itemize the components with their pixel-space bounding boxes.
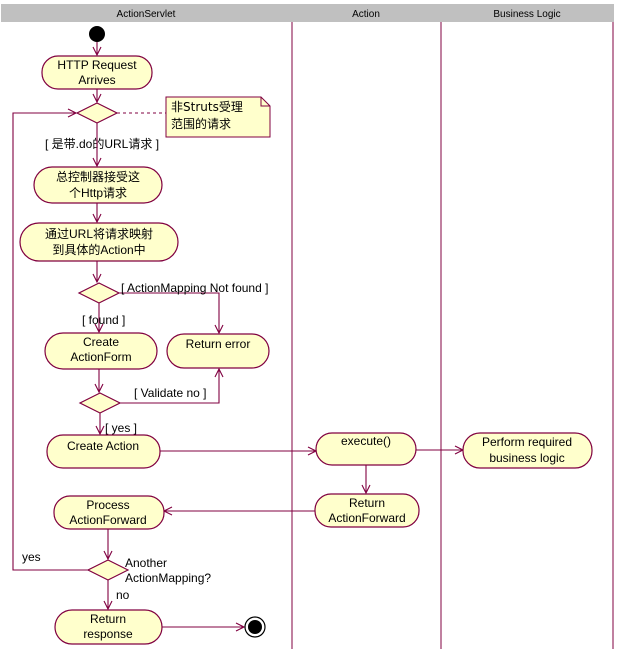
activity-map-url-to-action — [19, 222, 179, 262]
activity-label: ActionForward — [69, 513, 146, 527]
guard-no: no — [116, 588, 130, 602]
activity-label: business logic — [489, 451, 564, 465]
swimlane-header — [1, 4, 614, 22]
flow-edge — [119, 292, 219, 333]
activity-label: response — [83, 627, 133, 641]
lane-title-business-logic: Business Logic — [493, 9, 560, 20]
activity-label: Return — [90, 612, 126, 626]
guard-validate-no: [ Validate no ] — [134, 386, 207, 400]
activity-label: Create Action — [67, 439, 139, 453]
guard-yes: yes — [22, 550, 41, 564]
decision-action-mapping — [77, 282, 121, 304]
decision-validate — [78, 392, 122, 414]
activity-label: Create — [83, 335, 119, 349]
activity-label: Perform required — [482, 435, 572, 449]
activity-label: ActionForm — [70, 350, 131, 364]
activity-label: 个Http请求 — [69, 186, 127, 200]
lane-title-action: Action — [352, 9, 380, 20]
guard-another-mapping: Another — [125, 556, 167, 570]
activity-label: execute() — [341, 434, 391, 448]
guard-yes-bracket: [ yes ] — [105, 421, 137, 435]
activity-label: 总控制器接受这 — [56, 169, 140, 184]
activity-label: ActionForward — [328, 511, 405, 525]
activity-controller-accepts — [33, 166, 163, 204]
lane-title-actionservlet: ActionServlet — [117, 9, 176, 20]
activity-label: HTTP Request — [57, 58, 137, 72]
activity-label: 通过URL将请求映射 — [45, 226, 153, 241]
flow-loop-back — [12, 113, 88, 571]
note-fold — [260, 97, 270, 107]
final-node — [244, 616, 266, 638]
decision-another-mapping — [86, 559, 130, 581]
flow-edge — [120, 369, 219, 404]
activity-label: Arrives — [78, 73, 115, 87]
activity-perform-business-logic — [462, 432, 593, 469]
activity-label: Process — [86, 498, 129, 512]
guard-is-do-url: [ 是带.do的URL请求 ] — [45, 136, 159, 151]
activity-label: Return — [349, 496, 385, 510]
guard-another-mapping: ActionMapping? — [125, 571, 211, 585]
initial-node — [89, 26, 105, 42]
note-non-struts-request — [165, 96, 271, 138]
activity-process-actionforward — [53, 495, 165, 530]
activity-label: 到具体的Action中 — [52, 242, 145, 257]
guard-mapping-not-found: [ ActionMapping Not found ] — [121, 281, 268, 295]
activity-create-actionform — [44, 332, 158, 370]
guard-found: [ found ] — [82, 313, 125, 327]
decision-is-do-url — [75, 102, 119, 124]
activity-label: Return error — [186, 337, 251, 351]
note-text: 非Struts受理 — [171, 100, 243, 114]
note-text: 范围的请求 — [171, 116, 231, 131]
